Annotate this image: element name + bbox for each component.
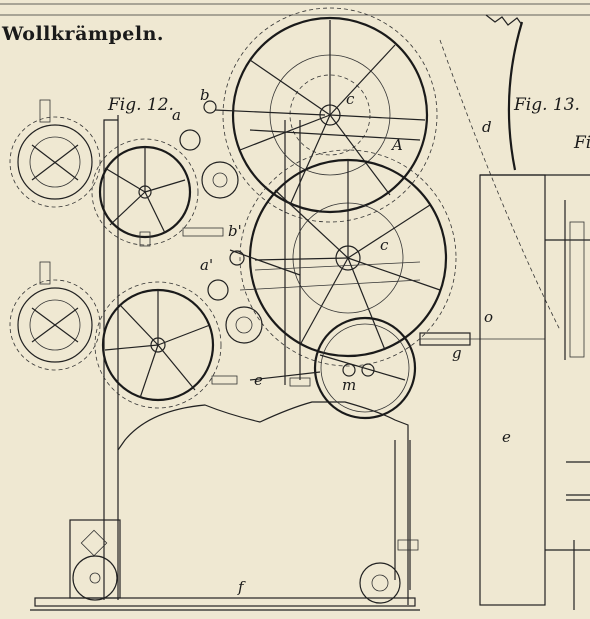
label-c-lower: c	[380, 236, 389, 254]
label-a-prime: a'	[200, 256, 213, 274]
label-b: b	[200, 86, 210, 104]
plate-title: Wollkrämpeln.	[1, 23, 164, 45]
figure-partial-caption: Fi	[573, 133, 590, 153]
label-o: o	[484, 308, 493, 326]
foot-roller-right	[359, 562, 401, 604]
upright-e	[479, 174, 546, 606]
upper-large-wheel	[231, 16, 429, 214]
left-lower-wheel	[17, 287, 93, 363]
label-d: d	[482, 118, 492, 136]
figure-12-drawing	[9, 7, 545, 611]
label-b-prime: b'	[228, 222, 242, 240]
figure-12-caption: Fig. 12.	[107, 95, 174, 115]
label-m: m	[342, 376, 356, 394]
label-f: f	[237, 578, 246, 596]
machine-frame	[117, 401, 409, 605]
figure-13-caption: Fig. 13.	[513, 95, 580, 115]
label-g: g	[452, 344, 462, 362]
label-c-upper: c	[346, 90, 355, 108]
label-A: A	[390, 136, 403, 154]
figure-13-drawing	[439, 14, 590, 610]
roller-e	[225, 306, 263, 344]
wheel-m	[313, 316, 417, 420]
drum-d-arc	[507, 21, 524, 171]
label-e-right: e	[502, 428, 511, 446]
base-plate	[34, 597, 416, 607]
foot-roller-left	[72, 555, 118, 601]
label-a: a	[172, 106, 181, 124]
label-e-mid: e	[254, 371, 263, 389]
left-upper-wheel	[17, 124, 93, 200]
roller-a	[201, 161, 239, 199]
